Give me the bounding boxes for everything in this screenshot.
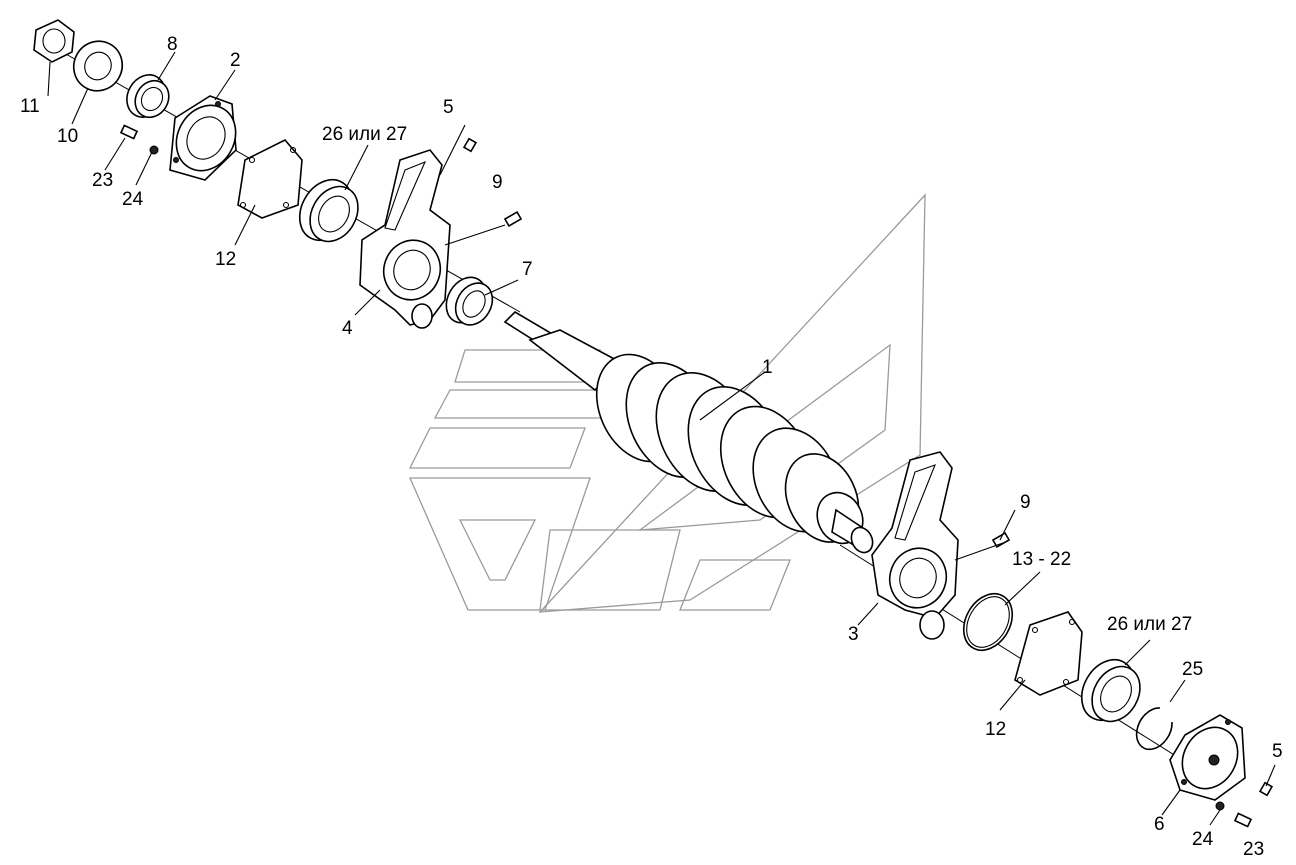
label-26-27-right: 26 или 27 [1107, 614, 1192, 635]
label-11: 11 [20, 96, 40, 117]
bearing-part-left [298, 179, 359, 243]
snap-ring-part [1135, 707, 1173, 751]
bushing-part [126, 74, 170, 119]
label-4: 4 [342, 318, 353, 339]
label-6: 6 [1154, 814, 1165, 835]
label-3: 3 [848, 624, 859, 645]
label-24-right: 24 [1192, 829, 1214, 850]
label-25: 25 [1182, 659, 1203, 680]
bearing-part-right [1080, 659, 1141, 723]
label-26-27-left: 26 или 27 [322, 124, 407, 145]
label-12-right: 12 [985, 719, 1006, 740]
label-5-left: 5 [443, 97, 454, 118]
label-8: 8 [167, 34, 178, 55]
gasket-part-left [237, 139, 303, 219]
screw-part-left [462, 137, 478, 153]
label-2: 2 [230, 50, 241, 71]
fasteners-part-right [1215, 781, 1274, 828]
gasket-part-right [1014, 611, 1083, 696]
label-10: 10 [57, 126, 78, 147]
callout-labels: 8 2 11 10 23 24 12 26 или 27 5 9 7 4 1 9… [20, 34, 1283, 860]
slack-adjuster-left-part [359, 149, 451, 329]
washer-part [72, 40, 124, 92]
hex-nut-part [33, 19, 75, 63]
label-5-right: 5 [1272, 741, 1283, 762]
label-24-left: 24 [122, 189, 144, 210]
flange-cover-part [169, 95, 237, 181]
grease-fitting-left [503, 210, 523, 228]
label-9-left: 9 [492, 172, 503, 193]
camshaft-part [503, 310, 874, 554]
label-1: 1 [762, 357, 773, 378]
grease-fitting-right [991, 531, 1011, 549]
label-9-right: 9 [1020, 492, 1031, 513]
slack-adjuster-right-part [871, 451, 959, 640]
bushing-7-part [445, 276, 494, 326]
end-cap-part [1169, 714, 1246, 801]
leader-lines [47, 51, 1276, 826]
o-ring-part [962, 592, 1014, 652]
label-12-left: 12 [215, 249, 236, 270]
label-13-22: 13 - 22 [1012, 549, 1071, 570]
label-23-right: 23 [1243, 839, 1264, 860]
bolt-part-left [119, 124, 159, 155]
label-23-left: 23 [92, 170, 113, 191]
label-7: 7 [522, 259, 533, 280]
